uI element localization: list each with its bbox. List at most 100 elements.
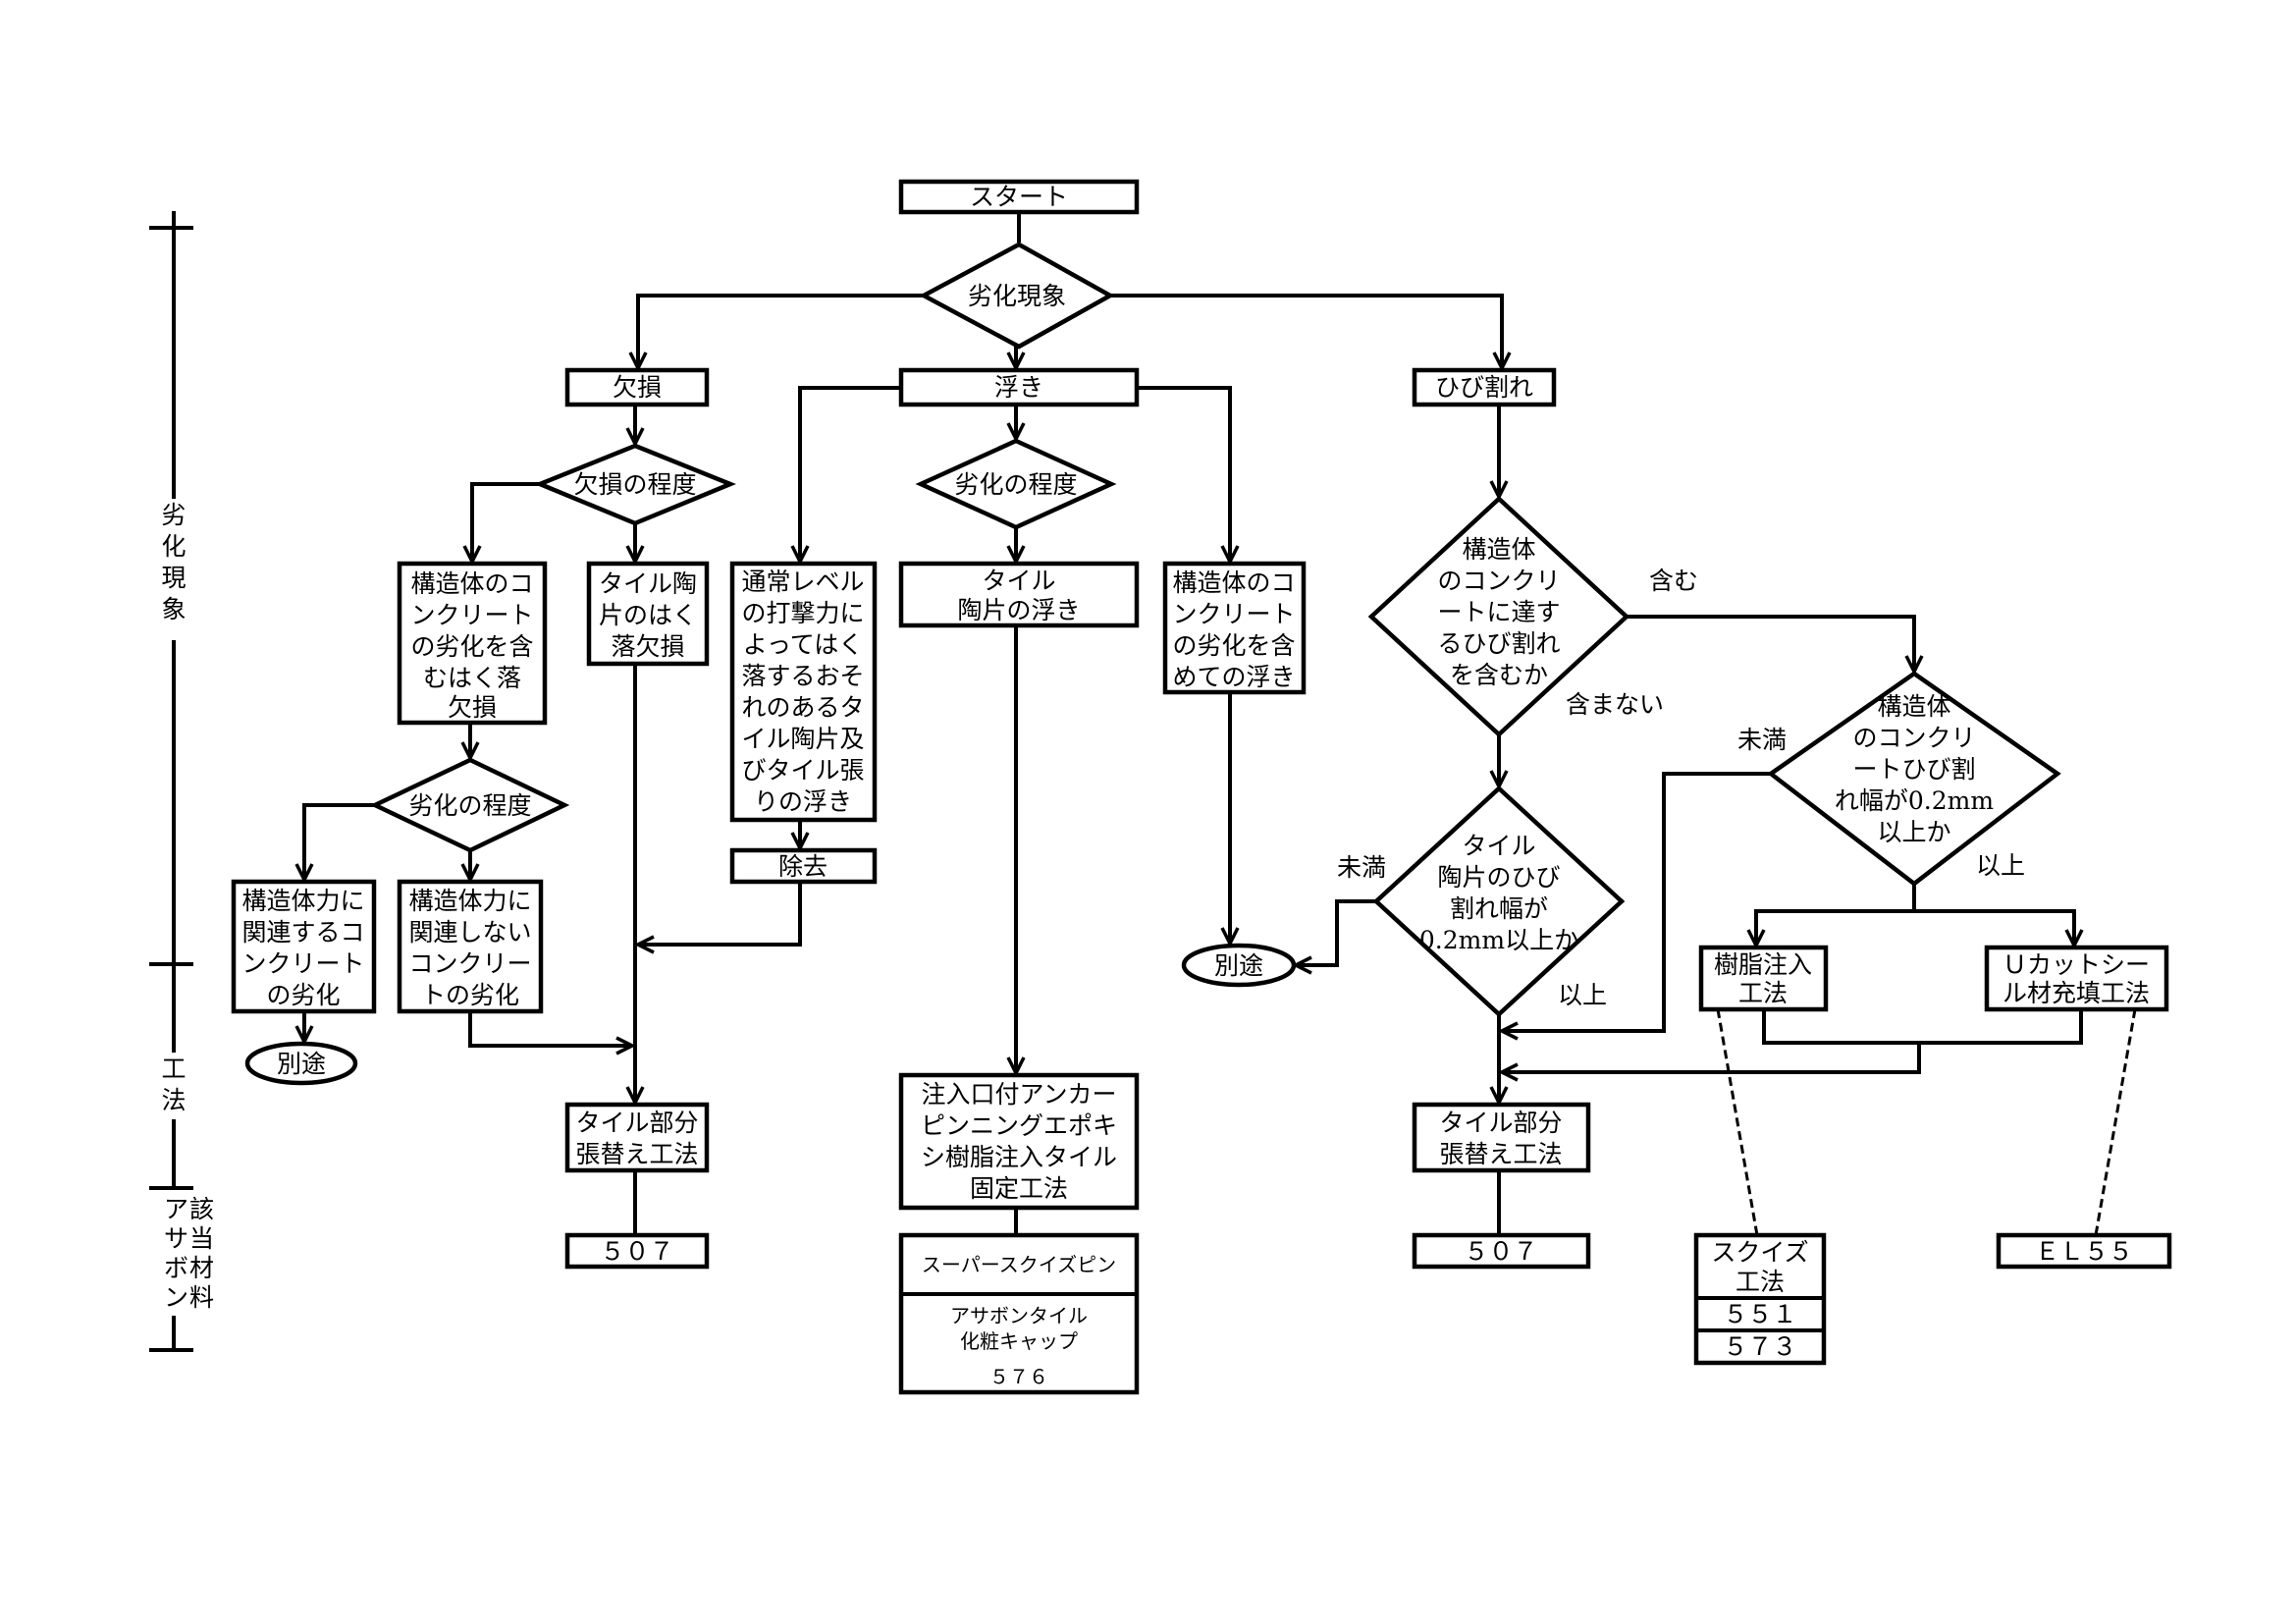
node-label: 劣化の程度 <box>954 470 1077 499</box>
node-label: ンクリート <box>241 949 364 978</box>
node-label: 欠損 <box>448 693 497 722</box>
node-label: 落するおそ <box>741 662 864 690</box>
node-struct-float: 構造体のコ ンクリート の劣化を含 めての浮き <box>1162 561 1307 695</box>
node-label: 張替え工法 <box>1439 1140 1562 1168</box>
node-label: 別途 <box>1214 951 1263 980</box>
edge-label-not-includes: 含まない <box>1566 690 1664 719</box>
node-label: コンクリー <box>408 949 531 978</box>
node-label: タイル <box>982 567 1055 595</box>
node-label: 通常レベル <box>741 568 864 596</box>
node-label: ンクリート <box>1172 600 1295 628</box>
node-label: るひび割れ <box>1437 629 1560 658</box>
node-label: トの劣化 <box>421 981 519 1009</box>
node-label: ル材充填工法 <box>2002 979 2150 1007</box>
axis-label-materials: ア サ ボ ン 該 当 材 料 <box>164 1195 214 1312</box>
node-label: れのあるタ <box>741 693 864 722</box>
node-label: イル陶片及 <box>741 725 864 753</box>
node-label: スーパースクイズピン <box>922 1253 1116 1276</box>
node-replace-right: タイル部分 張替え工法 <box>1412 1102 1591 1173</box>
node-uki: 浮き <box>898 367 1140 407</box>
node-label: 構造体力に <box>241 887 364 915</box>
node-resin-injection: 樹脂注入 工法 <box>1698 945 1829 1012</box>
edge-label-below-struct: 未満 <box>1737 726 1787 754</box>
axis-label-method: 工 法 <box>161 1055 186 1114</box>
node-anchor-method: 注入口付アンカー ピンニングエポキ シ樹脂注入タイル 固定工法 <box>898 1072 1140 1211</box>
node-label: むはく落 <box>423 664 521 692</box>
connectors <box>304 212 2137 1236</box>
axis-char: 該 <box>189 1195 214 1223</box>
node-label: ひび割れ <box>1435 373 1533 402</box>
node-ucut: Ｕカットシー ル材充填工法 <box>1984 945 2169 1012</box>
axis-char: 法 <box>161 1086 186 1114</box>
node-label: よってはく <box>743 630 864 659</box>
node-label: 樹脂注入 <box>1714 950 1812 979</box>
node-label: 欠損の程度 <box>573 470 696 499</box>
axis-char: 工 <box>161 1055 186 1083</box>
node-hibiware: ひび割れ <box>1412 367 1557 407</box>
node-label: の打撃力に <box>741 599 864 627</box>
node-label: 張替え工法 <box>575 1140 698 1168</box>
node-struct-unrelated: 構造体力に 関連しない コンクリー トの劣化 <box>397 879 544 1014</box>
axis-label-phenomenon: 劣 化 現 象 <box>161 501 186 623</box>
node-label: アサボンタイル <box>950 1304 1088 1327</box>
node-label: 注入口付アンカー <box>921 1080 1116 1109</box>
node-label: スクイズ <box>1711 1238 1808 1267</box>
edge-label-above-tile: 以上 <box>1558 981 1607 1009</box>
node-kesson: 欠損 <box>564 367 710 407</box>
node-label: を含むか <box>1450 661 1548 689</box>
edge-label-below-tile: 未満 <box>1337 853 1386 882</box>
node-label: 陶片のひび <box>1437 863 1560 892</box>
node-label: 構造体のコ <box>1172 568 1295 597</box>
node-label: 割れ幅が <box>1450 894 1548 923</box>
node-label: 化粧キャップ <box>960 1329 1078 1353</box>
left-axis: 劣 化 現 象 工 法 ア サ ボ ン 該 当 材 料 <box>149 211 214 1352</box>
node-code-507-right: ５０７ <box>1412 1232 1591 1270</box>
node-label: 片のはく <box>599 601 697 629</box>
node-label: 浮き <box>994 373 1043 402</box>
decision-phenomenon: 劣化現象 <box>919 242 1115 350</box>
axis-char: 当 <box>189 1224 214 1253</box>
axis-char: ン <box>164 1283 188 1312</box>
node-label: ＥＬ５５ <box>2035 1237 2133 1266</box>
node-squeeze: スクイズ 工法 ５５１ ５７３ <box>1693 1232 1827 1366</box>
axis-char: ア <box>164 1195 188 1223</box>
node-label: 固定工法 <box>970 1174 1068 1203</box>
decision-deg-left: 劣化の程度 <box>369 757 570 853</box>
node-label: 工法 <box>1738 979 1788 1007</box>
node-struct-related: 構造体力に 関連するコ ンクリート の劣化 <box>231 879 377 1014</box>
node-label: 構造体 <box>1877 692 1950 721</box>
node-replace-left: タイル部分 張替え工法 <box>564 1102 710 1173</box>
terminal-betto-mid: 別途 <box>1181 943 1297 988</box>
axis-char: 料 <box>189 1283 214 1312</box>
node-code-el55: ＥＬ５５ <box>1996 1232 2172 1270</box>
node-label: 関連しない <box>408 918 531 947</box>
node-label: シ樹脂注入タイル <box>921 1143 1117 1171</box>
axis-char: 現 <box>161 564 186 592</box>
node-label: 以上か <box>1877 818 1950 846</box>
axis-char: 劣 <box>161 501 186 529</box>
axis-char: サ <box>164 1224 188 1253</box>
decision-deg-mid: 劣化の程度 <box>915 438 1117 530</box>
node-label: 構造体力に <box>408 887 531 915</box>
node-removal: 除去 <box>729 847 878 885</box>
node-normal-level: 通常レベル の打撃力に よってはく 落するおそ れのあるタ イル陶片及 びタイル… <box>729 561 878 823</box>
node-label: りの浮き <box>754 787 852 816</box>
node-label: の劣化を含 <box>1172 631 1295 660</box>
edge-label-above-struct: 以上 <box>1976 851 2025 880</box>
node-label: スタート <box>970 183 1068 211</box>
node-tile-float: タイル 陶片の浮き <box>898 561 1140 628</box>
node-label: 関連するコ <box>241 918 364 947</box>
node-label: ５７６ <box>989 1365 1048 1388</box>
node-label: 落欠損 <box>611 632 684 661</box>
node-label: ５７３ <box>1723 1332 1796 1361</box>
decision-crack-width-tile: タイル 陶片のひび 割れ幅が 0.2mm以上か <box>1372 785 1626 1018</box>
node-start: スタート <box>898 179 1140 215</box>
node-label: 陶片の浮き <box>957 596 1080 624</box>
node-label: のコンクリ <box>1852 724 1975 752</box>
node-label: 0.2mm以上か <box>1419 926 1578 954</box>
node-label: 工法 <box>1735 1268 1785 1296</box>
node-label: 除去 <box>778 852 828 881</box>
decision-crack-width-struct: 構造体 のコンクリ ートひび割 れ幅が0.2mm 以上か <box>1767 671 2061 887</box>
node-code-507-left: ５０７ <box>564 1232 710 1270</box>
